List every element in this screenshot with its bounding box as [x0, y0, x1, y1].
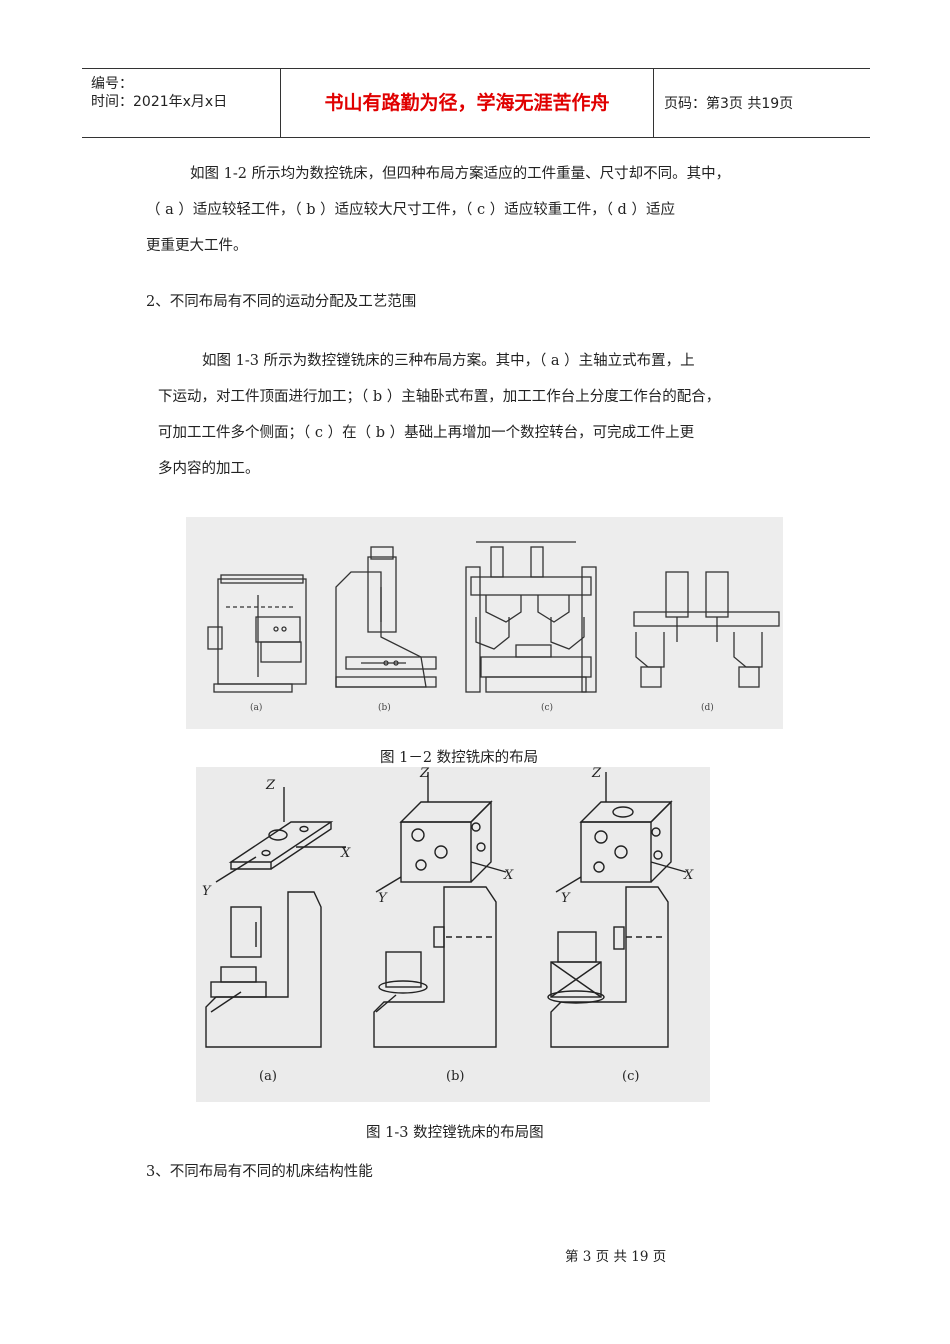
figure-1-3-drawing: Z X Y Z X Y Z X Y (a) (b) (c) [202, 766, 694, 1084]
axis-z-c: Z [591, 767, 602, 781]
figure-milling-layouts: (a) (b) (c) (d) [186, 517, 783, 729]
paragraph2-line4: 多内容的加工。 [158, 461, 260, 477]
paragraph2-line1: 如图 1-3 所示为数控镗铣床的三种布局方案。其中，（ a ）主轴立式布置，上 [202, 353, 695, 369]
axis-x-b: X [503, 868, 514, 883]
page-header: 编号： 时间：2021年x月x日 书山有路勤为径，学海无涯苦作舟 页码：第3页 … [82, 68, 870, 138]
header-page-info: 页码：第3页 共19页 [664, 96, 794, 112]
section-heading-3: 3、不同布局有不同的机床结构性能 [146, 1164, 373, 1180]
axis-x-a: X [340, 846, 351, 861]
fig2-label-a: (a) [259, 1069, 277, 1084]
fig1-label-c: (c) [541, 702, 553, 713]
page-footer: 第 3 页 共 19 页 [565, 1249, 667, 1265]
paragraph1-line2: （ a ）适应较轻工件，（ b ）适应较大尺寸工件，（ c ）适应较重工件，（ … [146, 202, 675, 218]
axis-x-c: X [683, 868, 694, 883]
header-motto: 书山有路勤为径，学海无涯苦作舟 [281, 69, 654, 137]
time-label: 时间：2021年x月x日 [91, 94, 228, 110]
paragraph2-line3: 可加工工件多个侧面；（ c ）在（ b ）基础上再增加一个数控转台，可完成工件上… [158, 425, 695, 441]
figure-1-3-caption: 图 1-3 数控镗铣床的布局图 [366, 1125, 544, 1141]
axis-y-a: Y [202, 884, 212, 899]
paragraph-boring-milling: 如图 1-3 所示为数控镗铣床的三种布局方案。其中，（ a ）主轴立式布置，上 … [158, 343, 826, 487]
machine-c-drawing [465, 541, 597, 693]
number-label: 编号： [91, 76, 133, 92]
axis-z-b: Z [419, 767, 430, 781]
fig1-label-b: (b) [378, 702, 391, 713]
paragraph1-line3: 更重更大工件。 [146, 238, 248, 254]
paragraph2-line2: 下运动，对工件顶面进行加工；（ b ）主轴卧式布置，加工工作台上分度工作台的配合… [158, 389, 721, 405]
axis-z-a: Z [265, 778, 276, 793]
paragraph1-line1: 如图 1-2 所示均为数控铣床，但四种布局方案适应的工件重量、尺寸却不同。其中， [190, 166, 731, 182]
axis-y-c: Y [561, 891, 571, 906]
machine-d-drawing [633, 571, 780, 688]
figure-1-2-caption: 图 1－2 数控铣床的布局 [380, 750, 539, 766]
header-meta: 编号： 时间：2021年x月x日 [82, 69, 281, 137]
layout-c-drawing [547, 772, 687, 1048]
paragraph-layout-weight: 如图 1-2 所示均为数控铣床，但四种布局方案适应的工件重量、尺寸却不同。其中，… [146, 156, 826, 264]
fig1-label-a: (a) [250, 702, 262, 713]
section-heading-2: 2、不同布局有不同的运动分配及工艺范围 [146, 294, 417, 310]
machine-b-drawing [335, 546, 437, 688]
figure-boring-milling-layouts: Z X Y Z X Y Z X Y (a) (b) (c) [196, 766, 710, 1102]
fig2-label-b: (b) [446, 1069, 464, 1084]
axis-y-b: Y [378, 891, 388, 906]
fig1-label-d: (d) [701, 702, 714, 713]
fig2-label-c: (c) [622, 1069, 639, 1084]
layout-a-drawing [205, 787, 346, 1048]
layout-b-drawing [373, 772, 507, 1048]
figure-1-2-drawing: (a) (b) (c) (d) [207, 541, 780, 713]
machine-a-drawing [207, 574, 307, 693]
